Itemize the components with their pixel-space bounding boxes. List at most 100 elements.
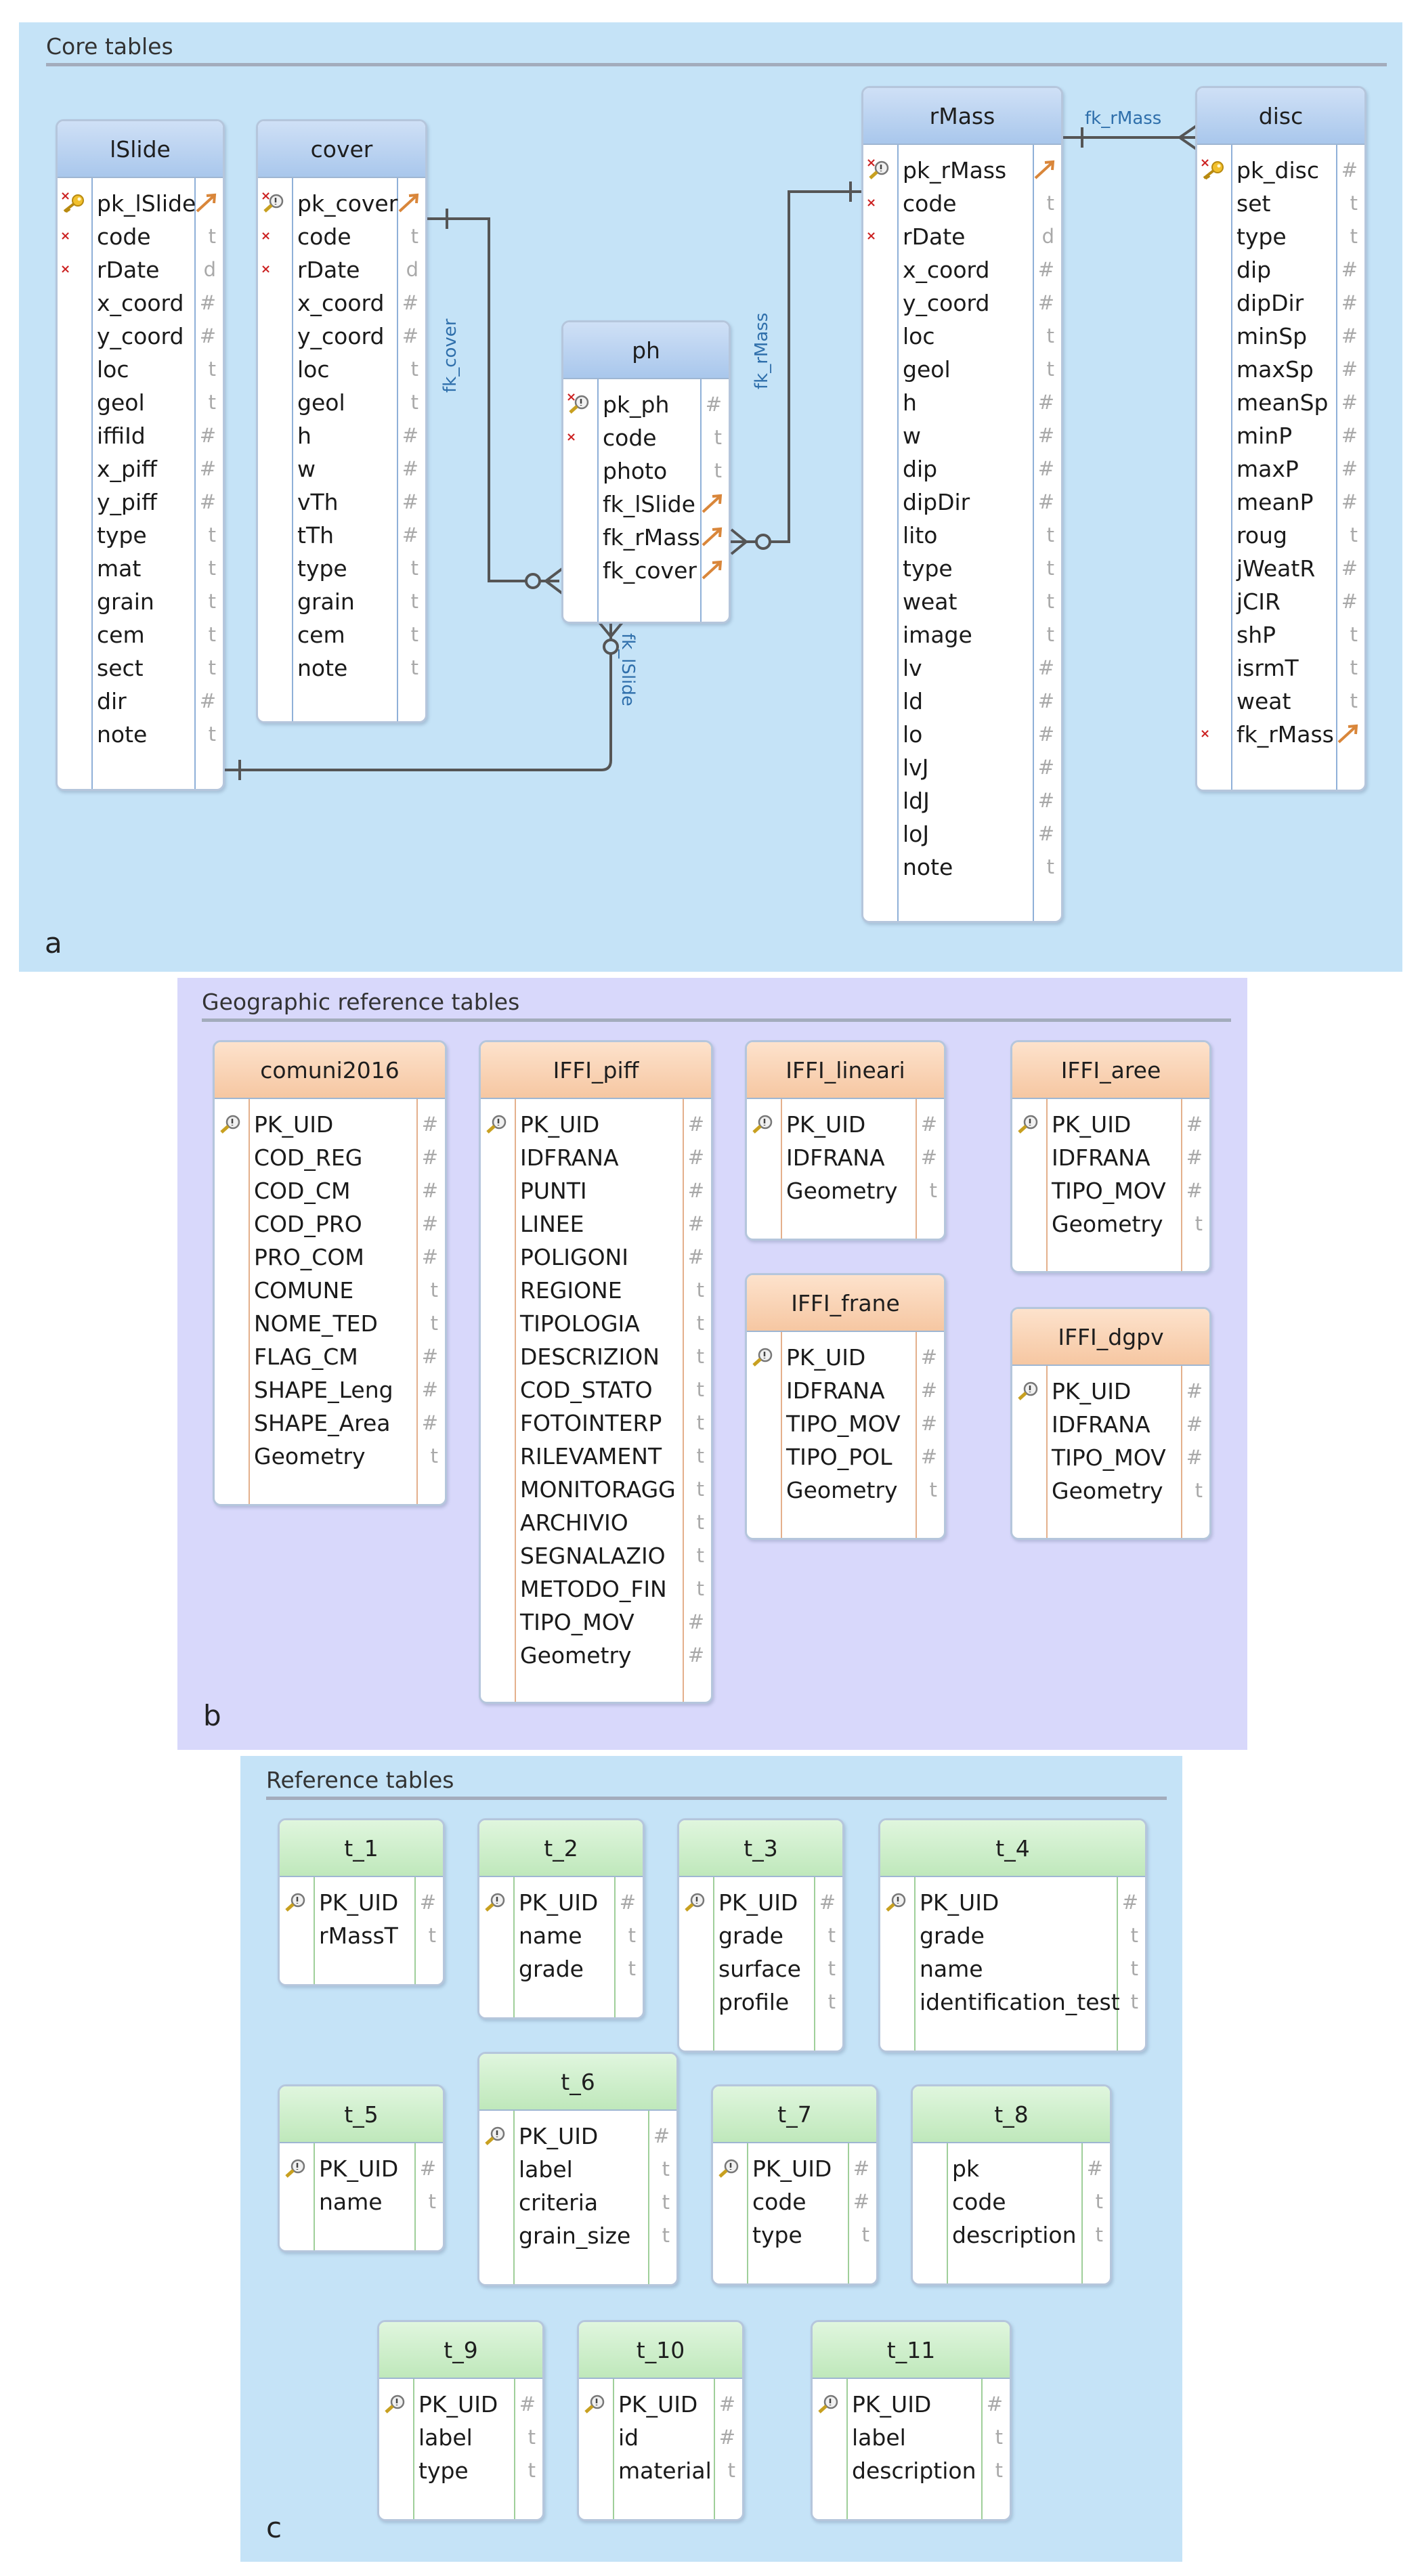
table-header[interactable]: cover	[258, 121, 425, 178]
field-row[interactable]: minP#	[1197, 420, 1364, 453]
field-row[interactable]: SHAPE_Area#	[215, 1407, 445, 1440]
table-header[interactable]: IFFI_piff	[481, 1042, 711, 1099]
table-header[interactable]: t_3	[679, 1820, 842, 1877]
field-row[interactable]: meanP#	[1197, 486, 1364, 519]
field-row[interactable]: dip#	[863, 453, 1061, 486]
table-header[interactable]: IFFI_lineari	[747, 1042, 944, 1099]
table-header[interactable]: IFFI_frane	[747, 1275, 944, 1332]
field-row[interactable]: PRO_COM#	[215, 1241, 445, 1274]
field-row[interactable]: PK_UID#	[280, 2153, 443, 2186]
table-header[interactable]: t_6	[479, 2054, 676, 2111]
field-row[interactable]: loJ#	[863, 818, 1061, 851]
field-row[interactable]: PK_UID#	[215, 1109, 445, 1142]
table-header[interactable]: ph	[563, 322, 729, 379]
field-row[interactable]: dip#	[1197, 254, 1364, 287]
field-row[interactable]: ×pk_disc#	[1197, 154, 1364, 188]
table-header[interactable]: t_4	[880, 1820, 1145, 1877]
field-row[interactable]: fk_cover	[563, 555, 729, 588]
field-row[interactable]: PK_UID#	[713, 2153, 876, 2186]
field-row[interactable]: PK_UID#	[481, 1109, 711, 1142]
field-row[interactable]: code#	[713, 2186, 876, 2219]
field-row[interactable]: jWeatR#	[1197, 553, 1364, 586]
field-row[interactable]: fk_rMass	[563, 521, 729, 555]
field-row[interactable]: y_coord#	[863, 287, 1061, 320]
field-row[interactable]: SHAPE_Leng#	[215, 1374, 445, 1407]
field-row[interactable]: IDFRANA#	[1012, 1142, 1209, 1175]
field-row[interactable]: PK_UID#	[379, 2388, 542, 2422]
field-row[interactable]: PK_UID#	[747, 1109, 944, 1142]
table-header[interactable]: IFFI_aree	[1012, 1042, 1209, 1099]
field-row[interactable]: id#	[579, 2422, 742, 2455]
field-row[interactable]: COD_CM#	[215, 1175, 445, 1208]
field-row[interactable]: TIPO_MOV#	[1012, 1442, 1209, 1475]
field-row[interactable]: IDFRANA#	[1012, 1409, 1209, 1442]
table-header[interactable]: t_8	[913, 2086, 1110, 2143]
field-row[interactable]: dir#	[58, 685, 223, 718]
field-row[interactable]: ×pk_cover	[258, 188, 425, 221]
field-row[interactable]: ld#	[863, 685, 1061, 718]
field-row[interactable]: IDFRANA#	[481, 1142, 711, 1175]
field-row[interactable]: minSp#	[1197, 320, 1364, 353]
field-row[interactable]: COD_REG#	[215, 1142, 445, 1175]
field-row[interactable]: PK_UID#	[679, 1887, 842, 1920]
table-header[interactable]: rMass	[863, 88, 1061, 145]
field-row[interactable]: lv#	[863, 652, 1061, 685]
field-row[interactable]: x_coord#	[58, 287, 223, 320]
field-row[interactable]: TIPO_POL#	[747, 1441, 944, 1474]
field-row[interactable]: TIPO_MOV#	[1012, 1175, 1209, 1208]
field-row[interactable]: ×fk_rMass	[1197, 718, 1364, 752]
field-row[interactable]: w#	[863, 420, 1061, 453]
table-header[interactable]: t_5	[280, 2086, 443, 2143]
field-row[interactable]: COD_PRO#	[215, 1208, 445, 1241]
field-row[interactable]: lvJ#	[863, 752, 1061, 785]
